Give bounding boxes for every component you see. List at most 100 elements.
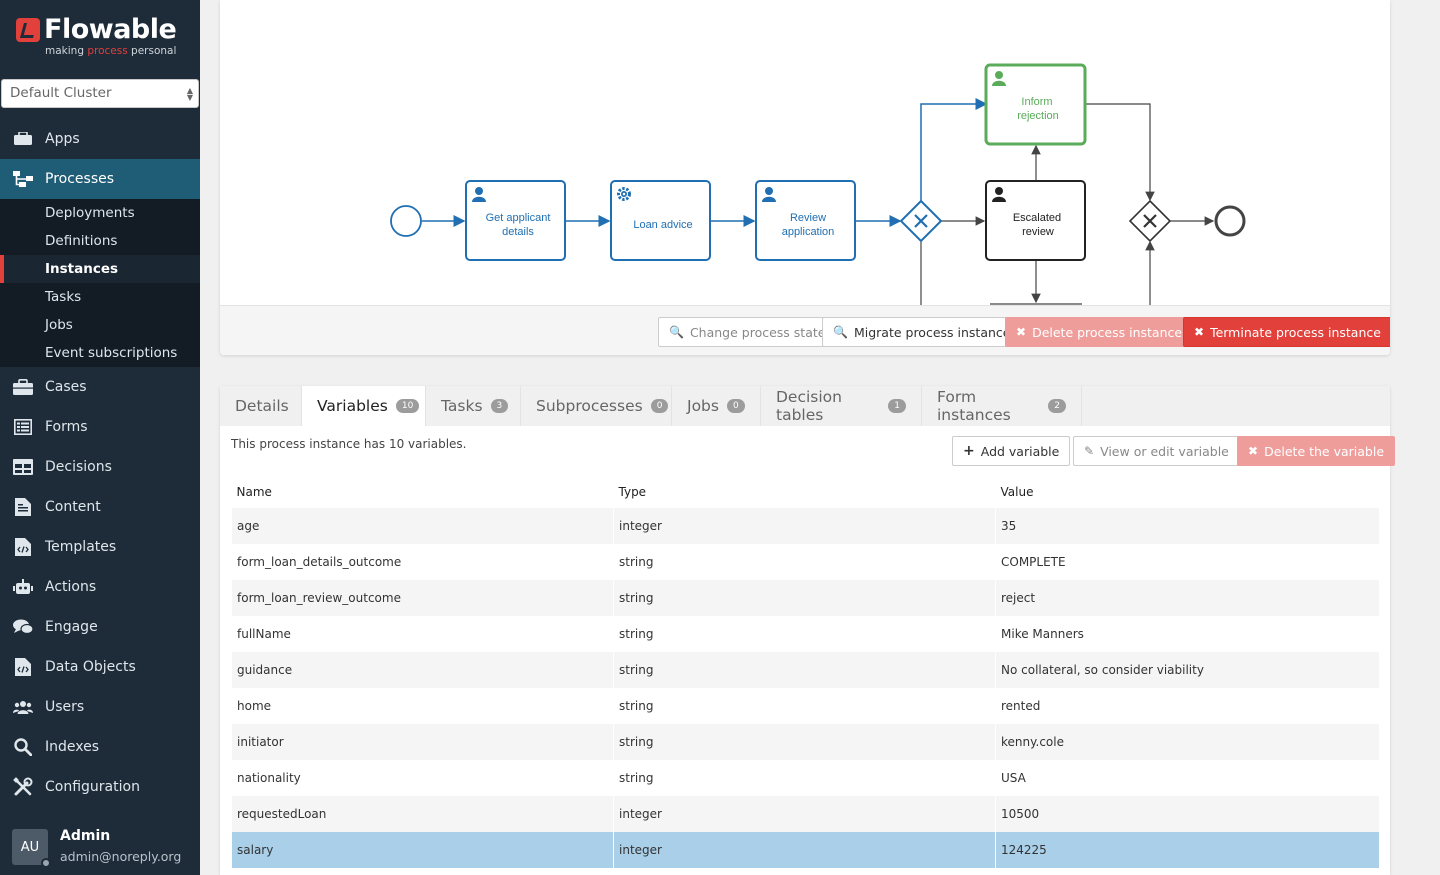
svg-text:Inform: Inform xyxy=(1021,96,1052,108)
cell-type: string xyxy=(613,580,996,616)
pencil-icon: ✎ xyxy=(1084,444,1095,458)
forms-icon xyxy=(13,419,33,435)
search-icon: 🔍 xyxy=(833,325,848,339)
nav-item-users[interactable]: Users xyxy=(0,687,200,727)
cell-name: initiator xyxy=(231,724,614,760)
change-process-state-button[interactable]: 🔍 Change process state xyxy=(658,317,837,347)
subnav-tasks[interactable]: Tasks xyxy=(45,289,82,305)
close-icon: ✖ xyxy=(1194,325,1205,339)
cell-value: 10500 xyxy=(995,796,1379,832)
cell-type: integer xyxy=(613,508,996,544)
migrate-process-instance-button[interactable]: 🔍 Migrate process instance xyxy=(822,317,1022,347)
cell-name: salary xyxy=(231,832,614,868)
nav-item-forms[interactable]: Forms xyxy=(0,407,200,447)
nav-item-apps[interactable]: Apps xyxy=(0,119,200,159)
plus-icon: + xyxy=(963,443,975,459)
nav-item-engage[interactable]: Engage xyxy=(0,607,200,647)
user-task-icon xyxy=(472,187,486,202)
subnav-definitions[interactable]: Definitions xyxy=(45,233,118,249)
task-loan-advice[interactable]: Loan advice xyxy=(610,180,711,261)
search-icon: 🔍 xyxy=(669,325,684,339)
view-edit-variable-button[interactable]: ✎ View or edit variable xyxy=(1073,436,1240,466)
task-get-applicant-details[interactable]: Get applicant details xyxy=(465,180,566,261)
end-event[interactable] xyxy=(1214,205,1246,237)
task-review-application[interactable]: Review application xyxy=(755,180,856,261)
exclusive-gateway-decision[interactable] xyxy=(899,199,943,243)
avatar: AU xyxy=(12,829,51,868)
processes-icon xyxy=(13,171,33,187)
variables-count-text: This process instance has 10 variables. xyxy=(231,437,467,451)
cell-type: string xyxy=(613,760,996,796)
brand-name: Flowable xyxy=(44,14,177,45)
user-profile[interactable]: AU Admin admin@noreply.org xyxy=(12,826,197,870)
subnav-event-subscriptions[interactable]: Event subscriptions xyxy=(45,345,178,361)
subnav-deployments[interactable]: Deployments xyxy=(45,205,135,221)
add-variable-button[interactable]: + Add variable xyxy=(952,436,1071,466)
nav-item-content[interactable]: Content xyxy=(0,487,200,527)
nav-item-label: Cases xyxy=(45,379,87,395)
delete-variable-button[interactable]: ✖ Delete the variable xyxy=(1237,436,1396,466)
terminate-process-instance-button[interactable]: ✖ Terminate process instance xyxy=(1183,317,1390,347)
column-header-value[interactable]: Value xyxy=(995,476,1379,508)
cell-name: form_loan_details_outcome xyxy=(231,544,614,580)
nav-item-templates[interactable]: Templates xyxy=(0,527,200,567)
cell-value: No collateral, so consider viability xyxy=(995,652,1379,688)
decisions-icon xyxy=(13,459,33,475)
nav-item-data-objects[interactable]: Data Objects xyxy=(0,647,200,687)
cluster-select[interactable]: Default Cluster ▲▼ xyxy=(1,79,199,108)
subnav-jobs[interactable]: Jobs xyxy=(45,317,73,333)
nav-item-label: Engage xyxy=(45,619,98,635)
nav-item-label: Indexes xyxy=(45,739,100,755)
svg-text:review: review xyxy=(1022,226,1054,238)
column-header-name[interactable]: Name xyxy=(231,476,614,508)
tab-details[interactable]: Details xyxy=(220,386,302,426)
start-event[interactable] xyxy=(390,205,422,237)
nav-item-label: Templates xyxy=(45,539,117,555)
nav-item-decisions[interactable]: Decisions xyxy=(0,447,200,487)
cell-value: rented xyxy=(995,688,1379,724)
cell-name: nationality xyxy=(231,760,614,796)
nav-item-cases[interactable]: Cases xyxy=(0,367,200,407)
status-dot-icon xyxy=(41,858,51,868)
delete-process-instance-button[interactable]: ✖ Delete process instance xyxy=(1005,317,1194,347)
flowable-logo[interactable]: Flowable making process personal xyxy=(14,14,194,64)
nav-item-indexes[interactable]: Indexes xyxy=(0,727,200,767)
column-header-type[interactable]: Type xyxy=(613,476,996,508)
nav-item-processes[interactable]: Processes xyxy=(0,159,200,199)
actions-icon xyxy=(13,579,33,595)
task-inform-rejection[interactable]: Inform rejection xyxy=(984,63,1087,146)
cell-type: integer xyxy=(613,832,996,868)
nav-item-configuration[interactable]: Configuration xyxy=(0,767,200,807)
task-escalated-review[interactable]: Escalated review xyxy=(985,180,1086,261)
subnav-instances[interactable]: Instances xyxy=(0,255,200,283)
exclusive-gateway-merge[interactable] xyxy=(1128,199,1172,243)
cell-name: form_loan_review_outcome xyxy=(231,580,614,616)
count-badge: 2 xyxy=(1048,399,1066,413)
nav-item-label: Users xyxy=(45,699,85,715)
process-diagram-panel: Get applicant details Loan advice Review… xyxy=(220,0,1390,355)
nav-item-label: Configuration xyxy=(45,779,140,795)
user-task-icon xyxy=(992,187,1006,202)
engage-icon xyxy=(13,619,33,635)
cell-name: age xyxy=(231,508,614,544)
nav-item-label: Content xyxy=(45,499,101,515)
nav-item-actions[interactable]: Actions xyxy=(0,567,200,607)
table-header-row: Name Type Value xyxy=(231,476,1379,508)
